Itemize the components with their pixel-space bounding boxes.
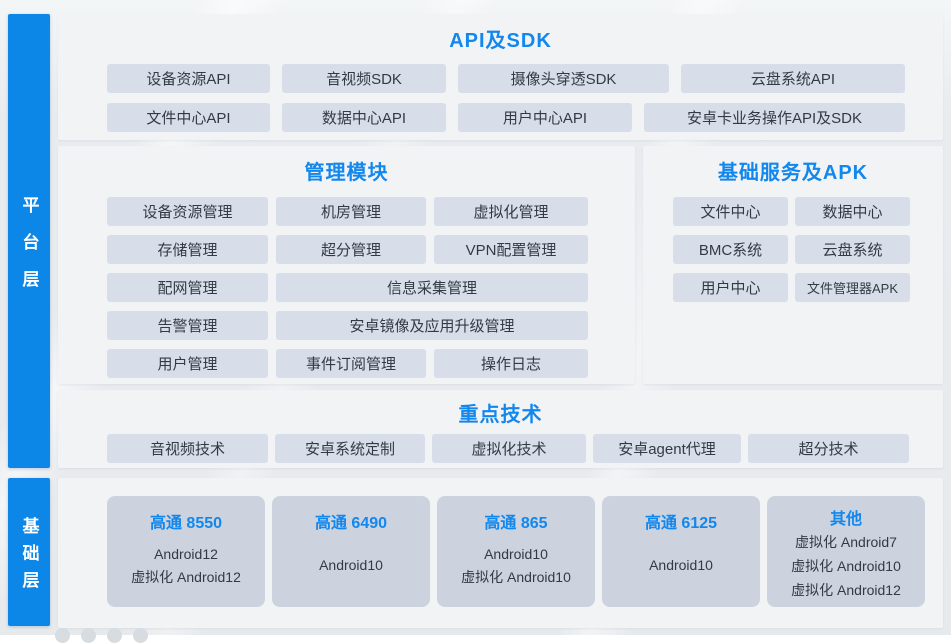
management-item: 安卓镜像及应用升级管理 (276, 311, 588, 340)
management-item: 设备资源管理 (107, 197, 268, 226)
dot (107, 628, 122, 643)
management-panel: 管理模块 设备资源管理 机房管理 虚拟化管理 存储管理 超分管理 VPN配置管理… (58, 146, 635, 384)
api-item: 数据中心API (282, 103, 446, 132)
management-item: VPN配置管理 (434, 235, 588, 264)
chipset-card-title: 高通 8550 (149, 515, 223, 532)
management-item: 事件订阅管理 (276, 349, 426, 378)
management-item: 用户管理 (107, 349, 268, 378)
chipset-card: 高通 6490 Android10 (272, 496, 430, 607)
api-item: 音视频SDK (282, 64, 446, 93)
management-item: 机房管理 (276, 197, 426, 226)
technology-item: 超分技术 (748, 434, 909, 463)
api-item: 云盘系统API (681, 64, 905, 93)
api-sdk-panel: API及SDK 设备资源API 音视频SDK 摄像头穿透SDK 云盘系统API … (58, 14, 943, 140)
chipset-card-title: 高通 6490 (314, 515, 388, 532)
management-item: 存储管理 (107, 235, 268, 264)
api-item: 设备资源API (107, 64, 270, 93)
chipset-card: 高通 865 Android10 虚拟化 Android10 (437, 496, 595, 607)
chipset-row: 高通 8550 Android12 虚拟化 Android12 高通 6490 … (58, 478, 943, 607)
services-grid: 文件中心 数据中心 BMC系统 云盘系统 用户中心 文件管理器APK (673, 197, 943, 302)
technology-panel-title: 重点技术 (458, 404, 543, 426)
layer-tab-base-label: 基础层 (19, 516, 39, 598)
management-item: 操作日志 (434, 349, 588, 378)
chipset-os-line: 虚拟化 Android12 (131, 568, 241, 585)
chipset-os-line: Android12 (154, 545, 218, 562)
chipset-os-line: 虚拟化 Android12 (791, 582, 901, 598)
technology-row: 音视频技术 安卓系统定制 虚拟化技术 安卓agent代理 超分技术 (58, 434, 943, 463)
dot (133, 628, 148, 643)
technology-item: 安卓agent代理 (593, 434, 741, 463)
chipset-os-line: Android10 (484, 545, 548, 562)
management-item: 信息采集管理 (276, 273, 588, 302)
service-item: 用户中心 (673, 273, 788, 302)
chipset-card: 其他 虚拟化 Android7 虚拟化 Android10 虚拟化 Androi… (767, 496, 925, 607)
dot (55, 628, 70, 643)
layer-tab-platform: 平台层 (8, 14, 50, 468)
api-item: 用户中心API (458, 103, 632, 132)
layer-tab-platform-label: 平台层 (19, 195, 39, 307)
technology-panel: 重点技术 音视频技术 安卓系统定制 虚拟化技术 安卓agent代理 超分技术 (58, 390, 943, 468)
management-item: 告警管理 (107, 311, 268, 340)
management-grid: 设备资源管理 机房管理 虚拟化管理 存储管理 超分管理 VPN配置管理 配网管理… (107, 197, 635, 378)
dot (81, 628, 96, 643)
technology-item: 虚拟化技术 (432, 434, 586, 463)
service-item: 文件管理器APK (795, 273, 910, 302)
service-item: 云盘系统 (795, 235, 910, 264)
service-item: 数据中心 (795, 197, 910, 226)
management-item: 配网管理 (107, 273, 268, 302)
api-item: 安卓卡业务操作API及SDK (644, 103, 905, 132)
chipset-card: 高通 8550 Android12 虚拟化 Android12 (107, 496, 265, 607)
api-sdk-panel-title: API及SDK (449, 30, 552, 52)
management-item: 虚拟化管理 (434, 197, 588, 226)
chipset-card: 高通 6125 Android10 (602, 496, 760, 607)
chipset-panel: 高通 8550 Android12 虚拟化 Android12 高通 6490 … (58, 478, 943, 628)
chipset-card-body: Android10 (602, 533, 760, 607)
chipset-card-title: 高通 865 (484, 515, 548, 532)
api-item: 文件中心API (107, 103, 270, 132)
chipset-os-line: 虚拟化 Android7 (795, 534, 897, 550)
api-row: 设备资源API 音视频SDK 摄像头穿透SDK 云盘系统API (58, 64, 943, 93)
chipset-os-line: 虚拟化 Android10 (461, 568, 571, 585)
services-panel: 基础服务及APK 文件中心 数据中心 BMC系统 云盘系统 用户中心 文件管理器… (643, 146, 943, 384)
service-item: BMC系统 (673, 235, 788, 264)
management-item: 超分管理 (276, 235, 426, 264)
chipset-card-body: Android12 虚拟化 Android12 (107, 533, 265, 607)
decorative-dots (55, 628, 148, 643)
chipset-card-title: 其他 (829, 511, 862, 528)
service-item: 文件中心 (673, 197, 788, 226)
layer-tab-base: 基础层 (8, 478, 50, 626)
chipset-card-body: Android10 (272, 533, 430, 607)
chipset-os-line: Android10 (649, 557, 713, 573)
management-panel-title: 管理模块 (304, 162, 389, 184)
chipset-os-line: 虚拟化 Android10 (791, 558, 901, 574)
chipset-card-body: Android10 虚拟化 Android10 (437, 533, 595, 607)
chipset-card-body: 虚拟化 Android7 虚拟化 Android10 虚拟化 Android12 (767, 529, 925, 607)
api-item: 摄像头穿透SDK (458, 64, 669, 93)
technology-item: 音视频技术 (107, 434, 268, 463)
chipset-card-title: 高通 6125 (644, 515, 718, 532)
api-row: 文件中心API 数据中心API 用户中心API 安卓卡业务操作API及SDK (58, 103, 943, 132)
services-panel-title: 基础服务及APK (717, 162, 869, 184)
chipset-os-line: Android10 (319, 557, 383, 573)
technology-item: 安卓系统定制 (275, 434, 425, 463)
